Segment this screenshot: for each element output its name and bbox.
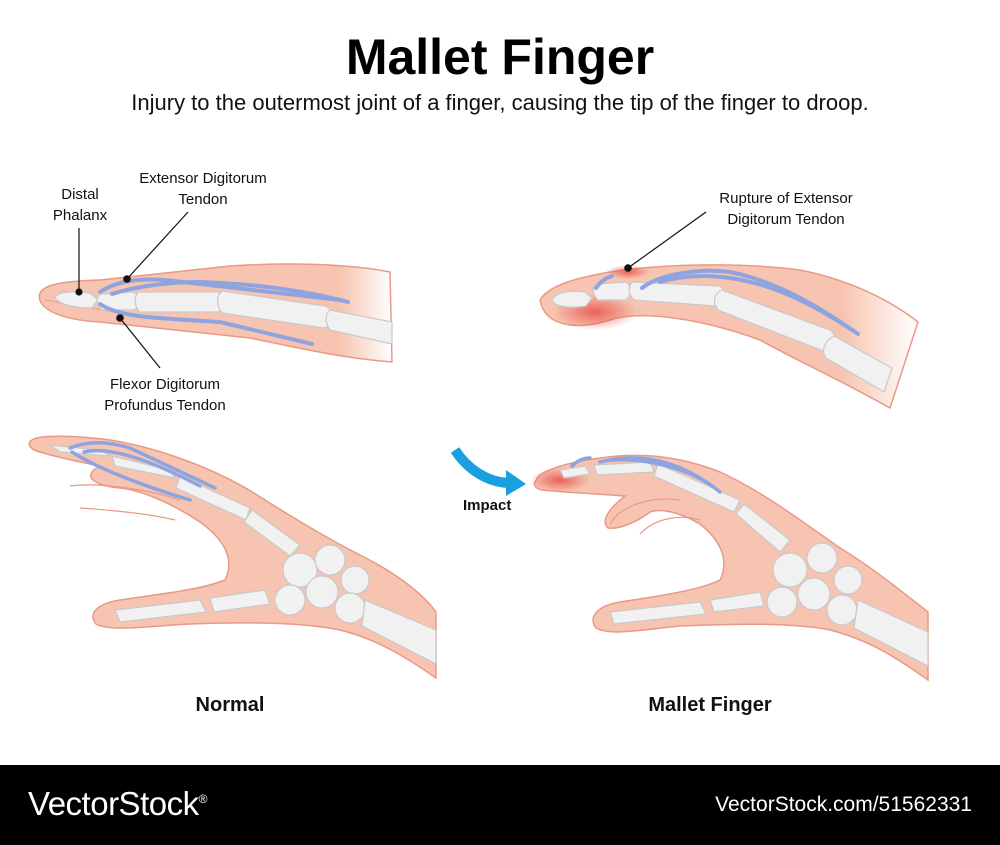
label-flexor-tendon: Flexor Digitorum Profundus Tendon: [104, 376, 226, 414]
label-impact: Impact: [463, 497, 512, 514]
image-id: VectorStock.com/51562331: [715, 793, 972, 816]
extensor-tendon-normal: [98, 277, 350, 304]
tendons-normal-hand: [68, 441, 217, 502]
hand-bones-mallet: [559, 461, 929, 667]
leader-line-rupture: [624, 211, 707, 272]
brand-logo: VectorStock®: [28, 785, 207, 822]
extensor-tendon-mallet: [594, 268, 860, 336]
caption-normal: Normal: [195, 694, 265, 716]
page-subtitle: Injury to the outermost joint of a finge…: [131, 90, 869, 115]
label-extensor-tendon: Extensor Digitorum Tendon: [139, 170, 267, 208]
normal-hand: [28, 435, 437, 680]
normal-finger-closeup: [38, 263, 393, 363]
mallet-finger-closeup: [539, 264, 919, 410]
hand-bones-normal: [47, 444, 437, 665]
tendons-mallet-hand: [570, 456, 722, 494]
leader-lines-normal: [75, 211, 189, 369]
impact-arrow-icon: [450, 447, 526, 496]
page-title: Mallet Finger: [345, 29, 655, 85]
flexor-tendon-normal: [98, 302, 314, 346]
bones-mallet: [551, 281, 893, 393]
label-distal-phalanx: Distal Phalanx: [52, 186, 108, 224]
bones-normal: [54, 290, 393, 345]
caption-mallet-finger: Mallet Finger: [648, 694, 772, 716]
mallet-hand: [530, 454, 929, 682]
illustration: [28, 211, 929, 682]
footer-bar: VectorStock® VectorStock.com/51562331: [0, 765, 1000, 845]
label-rupture: Rupture of Extensor Digitorum Tendon: [719, 190, 853, 228]
